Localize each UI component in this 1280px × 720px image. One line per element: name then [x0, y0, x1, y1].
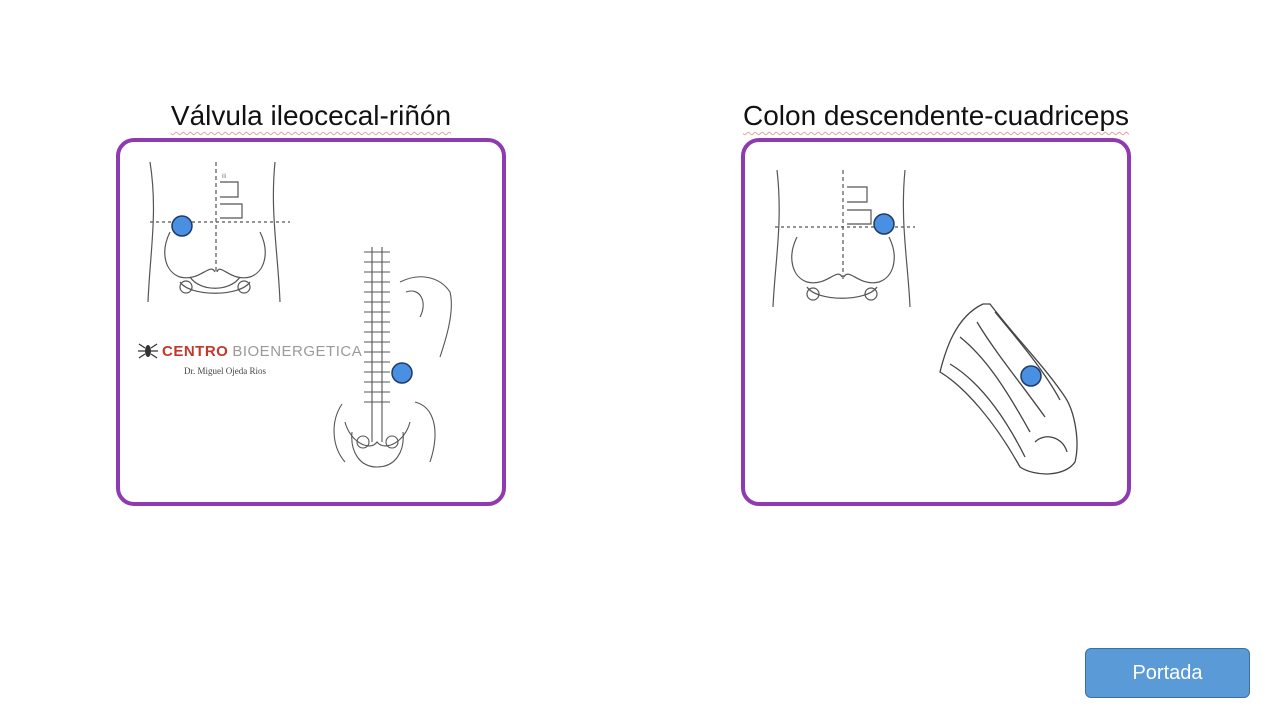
panel-title-colon-quadriceps: Colon descendente-cuadriceps	[742, 100, 1130, 131]
panel-title-ileocecal-kidney: Válvula ileocecal-riñón	[170, 100, 452, 131]
panel-frame-colon-quadriceps	[741, 138, 1131, 506]
logo-brand-light: BIOENERGETICA	[232, 342, 363, 360]
logo-author: Dr. Miguel Ojeda Rios	[184, 366, 266, 376]
marker-ileocecal-point	[171, 215, 193, 237]
marker-descending-colon-point	[873, 213, 895, 235]
logo-brand-strong: CENTRO	[162, 342, 229, 360]
portada-button[interactable]: Portada	[1085, 648, 1250, 698]
anatomy-illustration-abdomen-thigh	[772, 169, 1078, 475]
svg-text:ili: ili	[222, 174, 226, 180]
marker-kidney-point	[391, 362, 413, 384]
anatomy-illustration-abdomen-spine: ili	[147, 161, 452, 468]
marker-quadriceps-point	[1020, 365, 1042, 387]
insect-logo-icon	[138, 343, 158, 359]
